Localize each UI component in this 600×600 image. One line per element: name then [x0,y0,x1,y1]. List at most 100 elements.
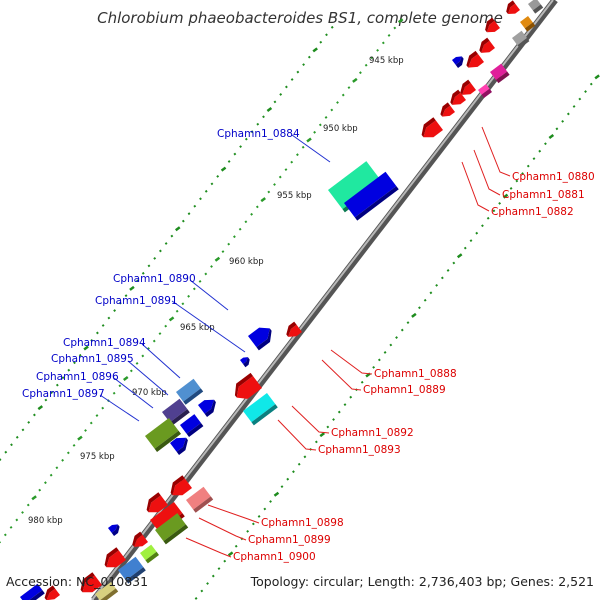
gene-feature[interactable] [230,372,262,404]
gene-feature[interactable] [240,355,252,368]
track-dot [175,309,179,313]
track-dot [250,212,254,216]
track-dot [9,525,13,529]
gene-feature[interactable] [344,171,399,221]
gene-feature[interactable] [417,117,443,142]
gene-feature[interactable] [155,513,189,545]
gene-label[interactable]: Cphamn1_0882 [491,206,574,218]
gene-feature[interactable] [478,83,493,98]
gene-feature[interactable] [186,486,214,513]
track-dot [199,197,202,201]
gene-feature[interactable] [476,37,495,57]
track-dot [303,455,307,459]
gene-feature[interactable] [166,475,192,500]
track-dot [129,369,133,373]
track-dot [141,271,145,275]
gene-label[interactable]: Cphamn1_0881 [502,189,585,201]
track-dot [158,332,162,335]
track-dot [27,420,31,424]
track-dot [193,204,197,208]
gene-label[interactable]: Cphamn1_0897 [22,388,105,400]
gene-feature[interactable] [170,433,192,455]
track-dot [227,242,231,246]
gene-feature[interactable] [528,0,544,14]
gene-label[interactable]: Cphamn1_0900 [233,551,316,563]
track-dot [21,511,24,514]
gene-feature[interactable] [520,15,536,32]
track-dot [55,466,59,470]
gene-feature[interactable] [490,63,510,84]
track-dot [159,249,162,253]
gene-feature[interactable] [457,79,476,99]
track-dot [147,264,151,268]
gene-label[interactable]: Cphamn1_0891 [95,295,178,307]
track-dot [589,82,593,86]
gene-feature[interactable] [142,492,168,517]
gene-feature[interactable] [117,556,146,584]
gene-label[interactable]: Cphamn1_0880 [512,171,595,183]
track-dot [326,425,330,429]
track-dot [204,189,208,193]
gene-feature[interactable] [248,323,276,351]
track-dot [260,197,266,203]
gene-feature[interactable] [100,547,126,572]
gene-feature[interactable] [482,17,500,36]
gene-feature[interactable] [42,585,60,600]
gene-feature[interactable] [452,54,466,68]
track-dot [532,157,536,161]
track-dot [377,358,381,362]
track-dot [135,362,139,365]
gene-feature[interactable] [140,544,160,564]
track-dot [164,324,168,328]
gene-label[interactable]: Cphamn1_0894 [63,337,146,349]
track-dot [211,574,215,578]
track-dot [284,168,288,172]
track-dot [572,105,576,108]
track-dot [33,413,36,417]
gene-feature[interactable] [108,522,122,536]
gene-feature[interactable] [176,378,204,405]
track-dot [206,582,209,585]
track-dot [502,193,509,199]
gene-feature[interactable] [437,102,455,119]
track-dot [475,231,479,235]
track-dot [66,451,70,455]
gene-label[interactable]: Cphamn1_0884 [217,128,300,140]
gene-feature[interactable] [162,398,190,426]
track-dot [73,361,76,365]
track-dot [397,18,404,24]
track-dot [234,544,238,548]
track-dot [61,458,65,462]
gene-feature[interactable] [283,321,302,341]
track-dot [246,529,250,533]
gene-label[interactable]: Cphamn1_0895 [51,353,134,365]
gene-feature[interactable] [180,414,204,437]
track-dot [181,219,185,223]
gene-label[interactable]: Cphamn1_0896 [36,371,119,383]
gene-label[interactable]: Cphamn1_0892 [331,427,414,439]
track-dot [10,443,13,447]
track-dot [395,336,398,339]
gene-feature[interactable] [463,50,484,72]
gene-feature[interactable] [447,89,466,109]
track-dot [330,108,334,112]
track-dot [273,183,276,186]
gene-feature[interactable] [20,583,45,600]
gene-label[interactable]: Cphamn1_0898 [261,517,344,529]
gene-feature[interactable] [198,395,220,417]
gene-label[interactable]: Cphamn1_0889 [363,384,446,396]
gene-feature[interactable] [503,0,520,17]
gene-label[interactable]: Cphamn1_0893 [318,444,401,456]
gene-feature[interactable] [512,30,530,49]
track-dot [37,405,44,411]
gene-label[interactable]: Cphamn1_0888 [374,368,457,380]
gene-feature[interactable] [129,531,148,551]
track-dot [538,149,542,153]
gene-label[interactable]: Cphamn1_0899 [248,534,331,546]
track-dot [330,25,334,29]
gene-feature[interactable] [76,572,102,597]
gene-feature[interactable] [243,392,278,426]
gene-label[interactable]: Cphamn1_0890 [113,273,196,285]
gene-feature[interactable] [145,417,181,452]
